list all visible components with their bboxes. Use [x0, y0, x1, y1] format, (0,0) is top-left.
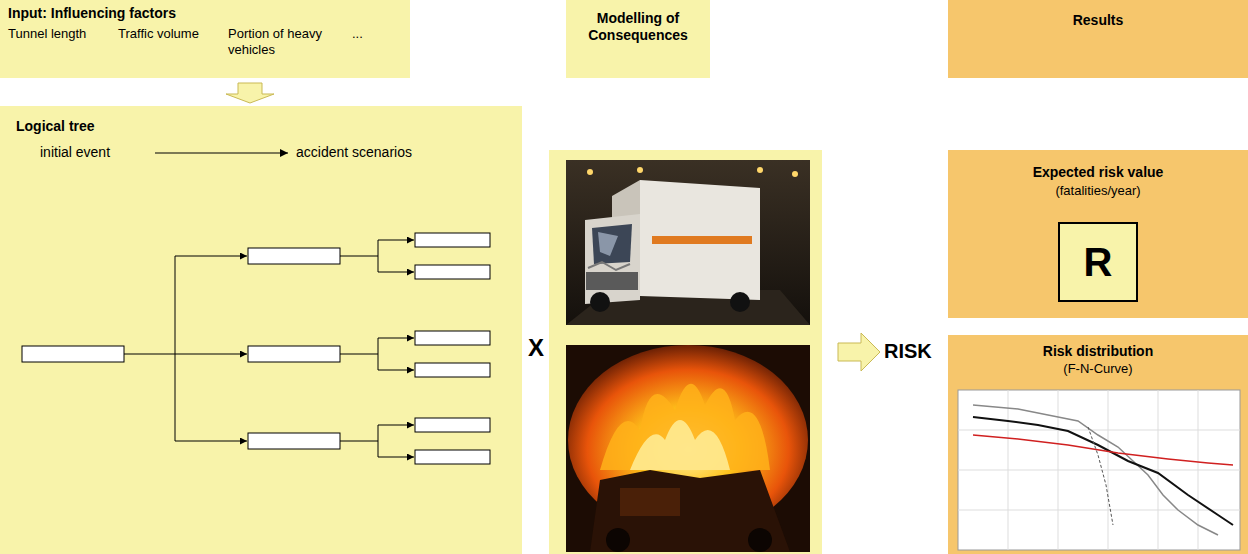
logical-tree-illustration: [0, 106, 522, 554]
ellipsis-text: ...: [352, 26, 392, 42]
box-heading: Expected risk value: [954, 164, 1242, 181]
box-heading: Results: [954, 12, 1242, 29]
risk-block-arrow: [838, 333, 880, 371]
risk-value-box: R: [1058, 222, 1138, 302]
photo-panel: [549, 150, 822, 554]
risk-symbol: R: [1060, 238, 1136, 286]
block-arrow: [226, 83, 274, 103]
vehicle-fire-photo: [566, 345, 810, 552]
box-heading: Input: Influencing factors: [8, 5, 398, 22]
tree-caption: initial event: [40, 144, 152, 161]
modelling-box: Modelling of Consequences: [566, 0, 710, 78]
factor-text: Portion of heavy vehicles: [228, 26, 328, 57]
results-box: Results: [948, 0, 1248, 78]
result-label: RISK: [884, 340, 932, 363]
logical-tree-panel: Logical tree initial event accident scenar…: [0, 106, 522, 554]
box-heading: Modelling of Consequences: [572, 10, 704, 44]
factor-text: Traffic volume: [118, 26, 218, 42]
risk-distribution-box: Risk distribution(F-N-Curve): [948, 335, 1248, 554]
input-box: Input: Influencing factorsTunnel length T…: [0, 0, 410, 78]
expected-risk-box: Expected risk value (fatalities/year) R: [948, 150, 1248, 318]
multiply-sign: X: [528, 334, 544, 362]
box-heading: Risk distribution: [954, 343, 1242, 360]
factor-text: Tunnel length: [8, 26, 108, 42]
unit-text: (F-N-Curve): [954, 361, 1242, 377]
tree-caption: accident scenarios: [296, 144, 456, 161]
panel-heading: Logical tree: [16, 118, 216, 135]
truck-crash-photo: [566, 160, 810, 325]
unit-text: (fatalities/year): [954, 183, 1242, 199]
